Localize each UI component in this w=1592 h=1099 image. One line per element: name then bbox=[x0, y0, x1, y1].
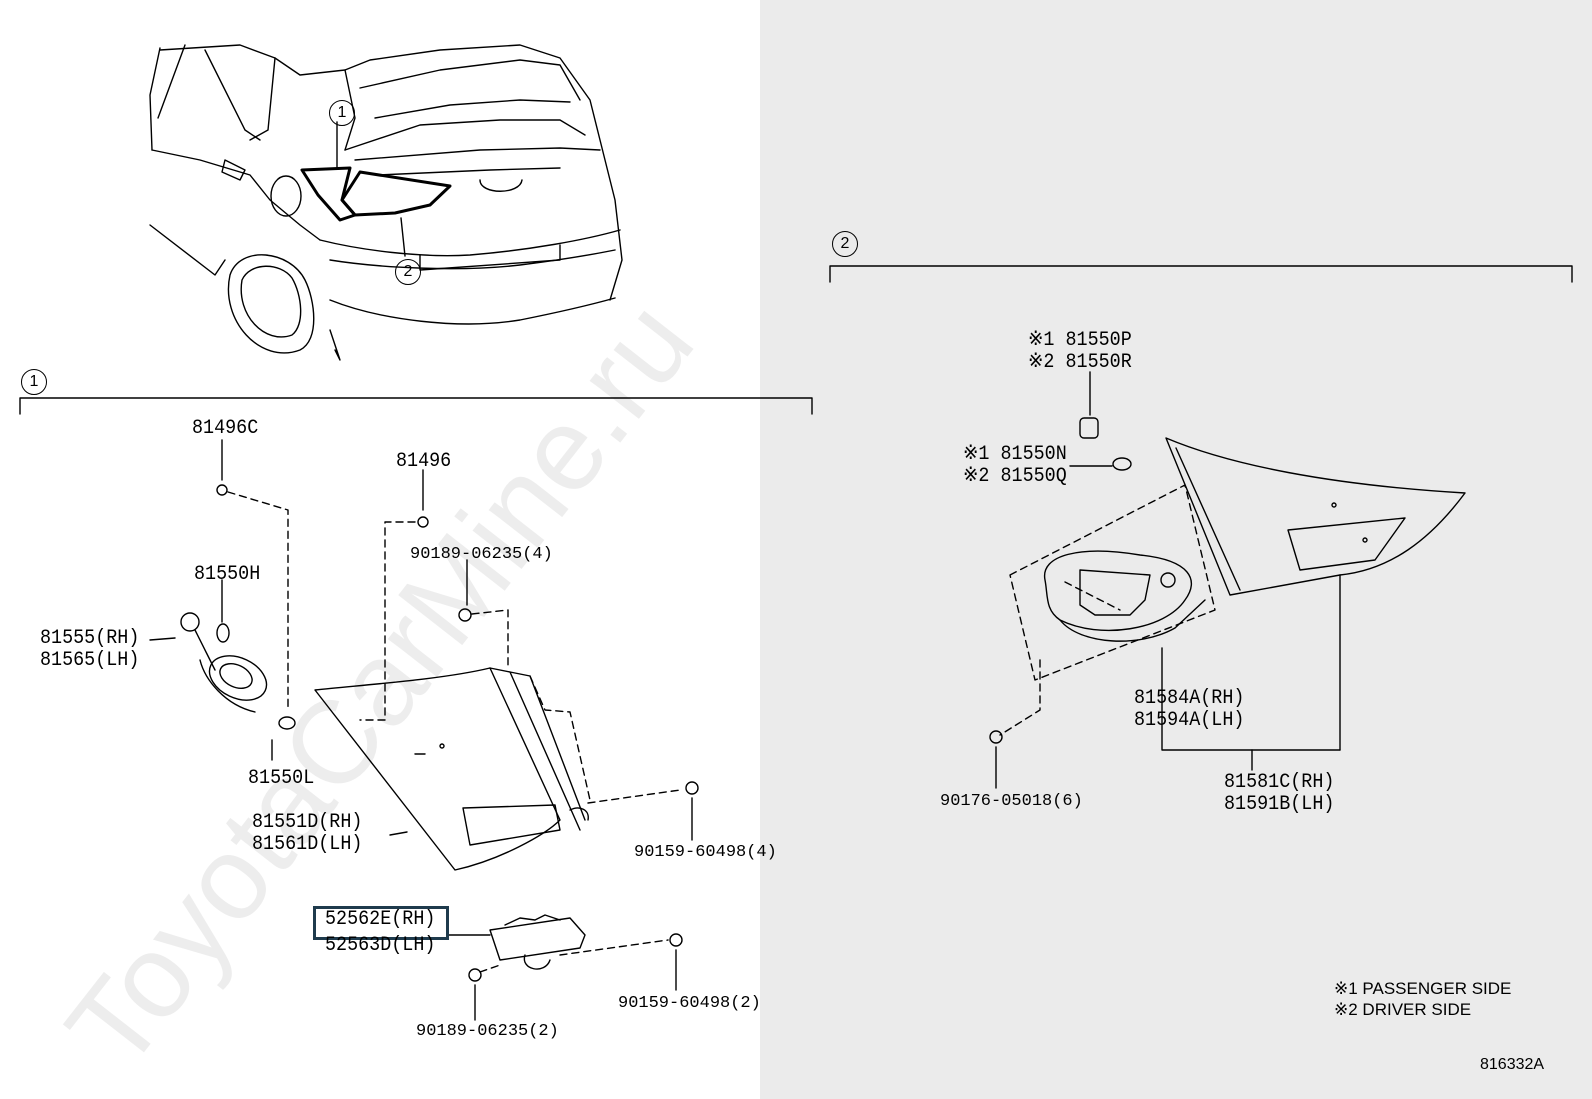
section1-parts bbox=[149, 439, 699, 1021]
part-label-90159-60498-4[interactable]: 90159-60498(4) bbox=[634, 843, 777, 862]
part-label-81555-rh[interactable]: 81555(RH) bbox=[40, 627, 140, 650]
part-label-81551d-rh[interactable]: 81551D(RH) bbox=[252, 811, 363, 834]
part-label-52562e-rh[interactable]: 52562E(RH) bbox=[325, 908, 436, 931]
part-label-90189-06235-4[interactable]: 90189-06235(4) bbox=[410, 545, 553, 564]
callout-2-section: 2 bbox=[832, 231, 858, 257]
right-panel bbox=[760, 0, 1592, 1099]
legend-note-passenger: ※1 PASSENGER SIDE bbox=[1334, 979, 1512, 998]
part-label-81581c-rh[interactable]: 81581C(RH) bbox=[1224, 771, 1335, 794]
part-label-81550n[interactable]: ※1 81550N bbox=[963, 443, 1067, 466]
car-rear-illustration bbox=[149, 44, 623, 361]
diagram-code: 816332A bbox=[1480, 1056, 1545, 1073]
part-label-81550h[interactable]: 81550H bbox=[194, 563, 261, 586]
callout-1-car: 1 bbox=[329, 100, 355, 126]
section2-bracket bbox=[829, 265, 1573, 283]
part-label-52563d-lh[interactable]: 52563D(LH) bbox=[325, 934, 436, 957]
part-label-81584a-rh[interactable]: 81584A(RH) bbox=[1134, 687, 1245, 710]
part-label-81550p[interactable]: ※1 81550P bbox=[1028, 329, 1132, 352]
legend-note-driver: ※2 DRIVER SIDE bbox=[1334, 1000, 1472, 1019]
part-label-81550r[interactable]: ※2 81550R bbox=[1028, 351, 1132, 374]
part-label-81496c[interactable]: 81496C bbox=[192, 417, 259, 440]
part-label-90176-05018-6[interactable]: 90176-05018(6) bbox=[940, 792, 1083, 811]
section1-bracket bbox=[19, 397, 813, 415]
part-label-81591b-lh[interactable]: 81591B(LH) bbox=[1224, 793, 1335, 816]
part-label-81561d-lh[interactable]: 81561D(LH) bbox=[252, 833, 363, 856]
section2-parts bbox=[989, 371, 1466, 789]
part-label-90159-60498-2[interactable]: 90159-60498(2) bbox=[618, 994, 761, 1013]
left-panel bbox=[0, 0, 760, 1099]
part-label-81496[interactable]: 81496 bbox=[396, 450, 452, 473]
part-label-81550q[interactable]: ※2 81550Q bbox=[963, 465, 1067, 488]
part-label-81565-lh[interactable]: 81565(LH) bbox=[40, 649, 140, 672]
part-label-90189-06235-2[interactable]: 90189-06235(2) bbox=[416, 1022, 559, 1041]
callout-1-section: 1 bbox=[21, 369, 47, 395]
highlight-box bbox=[313, 906, 449, 940]
part-label-81594a-lh[interactable]: 81594A(LH) bbox=[1134, 709, 1245, 732]
part-label-81550l[interactable]: 81550L bbox=[248, 767, 315, 790]
callout-2-car: 2 bbox=[395, 259, 421, 285]
